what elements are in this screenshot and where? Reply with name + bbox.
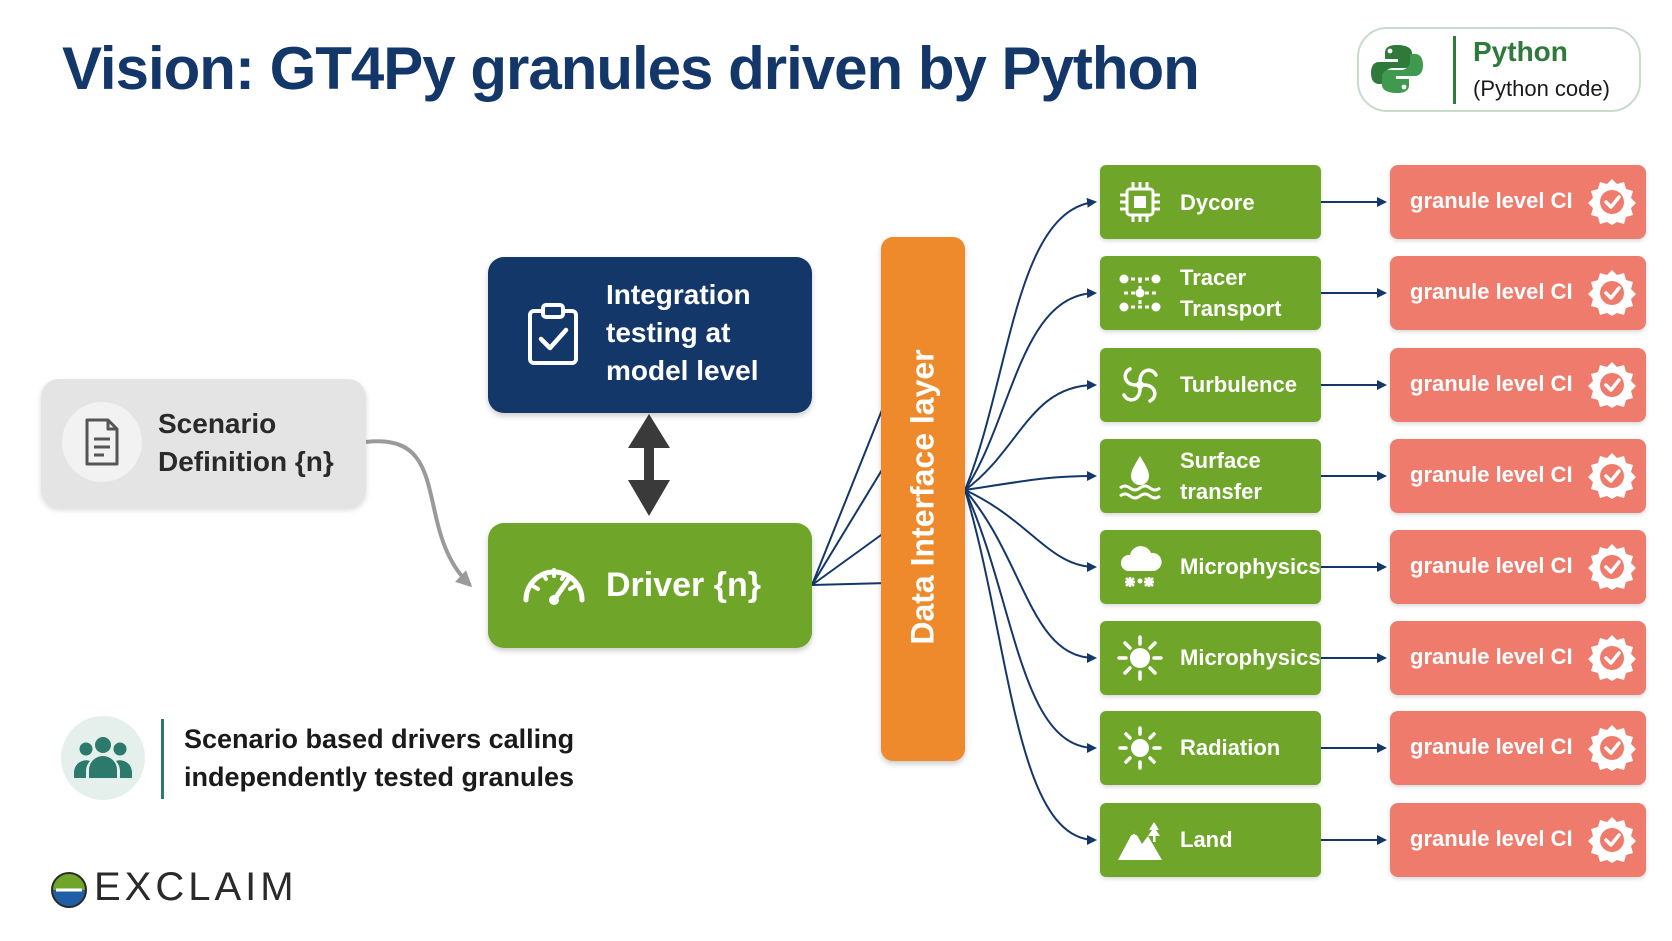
badge-check-icon: [1588, 725, 1636, 771]
legend-divider: [1453, 36, 1456, 104]
granule-label: Tracer Transport: [1180, 262, 1281, 324]
granule-line1: Tracer: [1180, 265, 1247, 290]
badge-check-icon: [1588, 362, 1636, 408]
sun-icon: [1118, 726, 1162, 770]
ci-label: granule level CI: [1410, 644, 1573, 669]
ci-label: granule level CI: [1410, 826, 1573, 851]
ci-label: granule level CI: [1410, 734, 1573, 759]
data-interface-label: Data Interface layer: [904, 349, 941, 645]
people-group-icon: [74, 737, 132, 778]
integration-line3: model level: [606, 355, 759, 386]
granule-label: Land: [1180, 827, 1233, 852]
granule-label: Surface transfer: [1180, 445, 1262, 507]
badge-check-icon: [1588, 179, 1636, 225]
speedometer-icon: [523, 568, 585, 605]
python-logo-icon: [1371, 45, 1423, 93]
ci-label: granule level CI: [1410, 279, 1573, 304]
clipboard-check-icon: [528, 303, 578, 365]
network-nodes-icon: [1119, 274, 1161, 312]
ci-label: granule level CI: [1410, 553, 1573, 578]
data-interface-layer: [881, 237, 965, 761]
driver-label: Driver {n}: [606, 566, 761, 604]
integration-testing-box: [488, 257, 812, 413]
integration-line2: testing at: [606, 317, 731, 348]
badge-check-icon: [1588, 817, 1636, 863]
granule-label: Microphysics: [1180, 645, 1321, 670]
droplet-waves-icon: [1119, 456, 1161, 500]
badge-check-icon: [1588, 635, 1636, 681]
badge-check-icon: [1588, 453, 1636, 499]
legend-title: Python: [1473, 36, 1568, 67]
granule-label: Radiation: [1180, 735, 1281, 760]
scenario-line2: Definition {n}: [158, 446, 334, 477]
scenario-to-driver-arrow: [365, 439, 473, 588]
cloud-snow-icon: [1120, 546, 1162, 587]
granule-label: Turbulence: [1180, 372, 1297, 397]
granule-label: Microphysics: [1180, 554, 1321, 579]
ci-label: granule level CI: [1410, 462, 1573, 487]
interface-to-granule-lines: [964, 197, 1097, 845]
exclaim-logo-text: EXCLAIM: [94, 865, 298, 909]
document-icon: [85, 418, 119, 466]
integration-label: Integration testing at model level: [606, 276, 759, 390]
integration-line1: Integration: [606, 279, 751, 310]
sun-gear-icon: [1117, 635, 1163, 681]
badge-check-icon: [1588, 544, 1636, 590]
footer-note: Scenario based drivers calling independe…: [184, 720, 574, 796]
granule-to-ci-arrows: [1321, 197, 1387, 845]
badge-check-icon: [1588, 270, 1636, 316]
integration-driver-double-arrow: [628, 414, 670, 516]
cpu-chip-icon: [1120, 182, 1160, 222]
granule-line1: Surface: [1180, 448, 1261, 473]
scenario-line1: Scenario: [158, 408, 277, 439]
footer-line2: independently tested granules: [184, 762, 575, 792]
legend-subtitle: (Python code): [1473, 76, 1610, 101]
granule-label: Dycore: [1180, 190, 1255, 215]
granule-line2: Transport: [1180, 296, 1282, 321]
driver-to-interface-lines: [811, 394, 889, 586]
exclaim-logo-icon: [51, 872, 87, 908]
footer-line1: Scenario based drivers calling: [184, 724, 575, 754]
page-title: Vision: GT4Py granules driven by Python: [62, 35, 1200, 102]
swirl-icon: [1122, 367, 1158, 403]
ci-label: granule level CI: [1410, 188, 1573, 213]
mountains-icon: [1118, 822, 1162, 860]
granule-line2: transfer: [1180, 479, 1262, 504]
driver-box: [488, 523, 812, 648]
scenario-icon-circle: [62, 402, 142, 482]
scenario-label: Scenario Definition {n}: [158, 405, 334, 481]
footer-divider: [161, 719, 164, 799]
ci-label: granule level CI: [1410, 371, 1573, 396]
